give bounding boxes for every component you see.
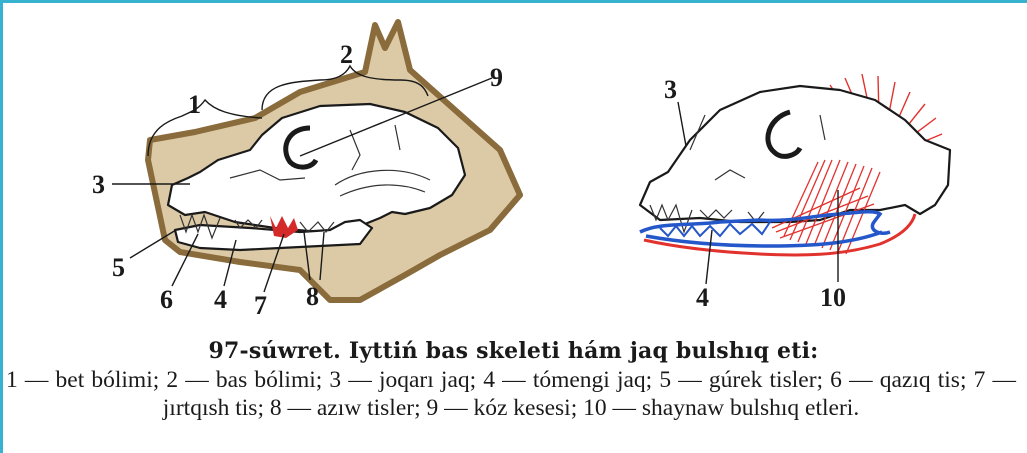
label-2: 2 xyxy=(340,40,353,69)
label-3-left: 3 xyxy=(92,170,105,199)
left-dog-head-drawing xyxy=(148,22,520,300)
figure-illustration: 1 2 9 3 5 6 4 7 8 3 4 10 xyxy=(0,0,1027,336)
label-1: 1 xyxy=(188,90,201,119)
label-4-left: 4 xyxy=(214,285,227,314)
figure-caption-legend: 1 — bet bólimi; 2 — bas bólimi; 3 — joqa… xyxy=(6,366,1016,422)
label-6: 6 xyxy=(160,285,173,314)
leader-3-right xyxy=(678,102,686,146)
label-5: 5 xyxy=(112,253,125,282)
label-7: 7 xyxy=(254,291,267,320)
label-9: 9 xyxy=(490,63,503,92)
label-10: 10 xyxy=(820,283,846,312)
leader-4-right xyxy=(706,230,712,284)
right-skull-drawing xyxy=(640,74,950,255)
label-8: 8 xyxy=(306,282,319,311)
figure-caption-title: 97-súwret. Iyttiń bas skeleti hám jaq bu… xyxy=(0,338,1027,364)
label-3-right: 3 xyxy=(664,75,677,104)
label-4-right: 4 xyxy=(696,283,709,312)
